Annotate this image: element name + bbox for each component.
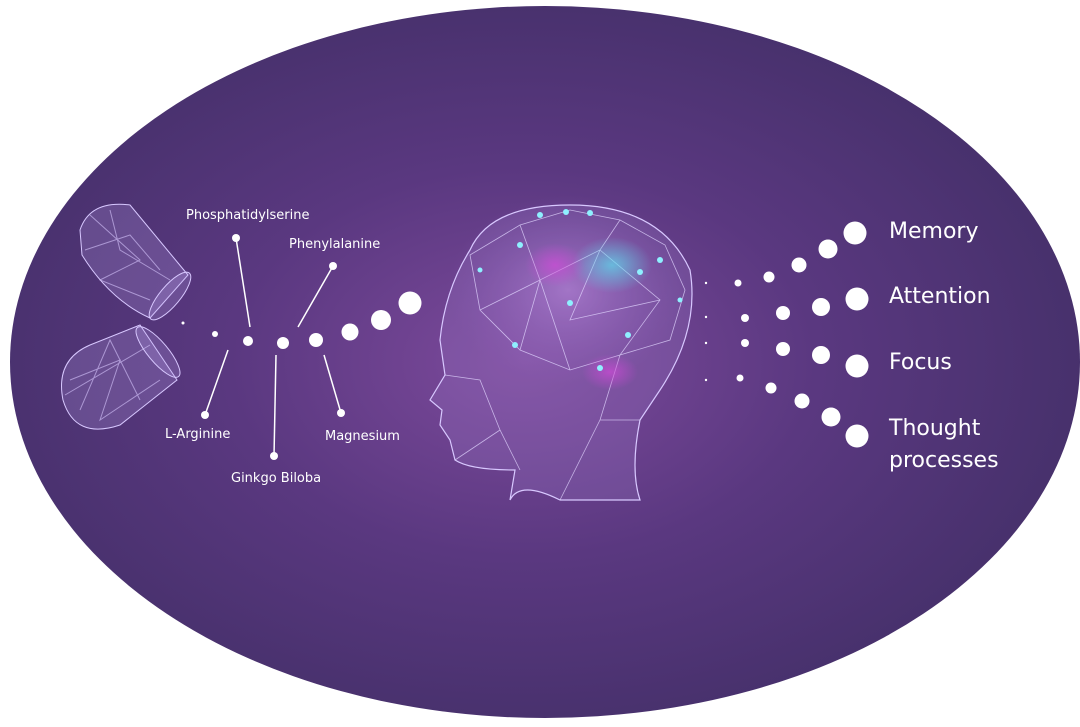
- outcome-focus: Focus: [889, 350, 952, 375]
- capsule-icon: [79, 203, 192, 321]
- outcome-attention: Attention: [889, 284, 991, 309]
- label-phenylalanine: Phenylalanine: [289, 237, 381, 252]
- outcome-thought: Thought: [889, 416, 981, 441]
- head-icon: [429, 195, 693, 501]
- connector-lines: [204, 237, 342, 457]
- outcome-processes: processes: [889, 448, 999, 473]
- label-magnesium: Magnesium: [325, 429, 400, 444]
- label-ginkgo-biloba: Ginkgo Biloba: [231, 471, 322, 486]
- label-phosphatidylserine: Phosphatidylserine: [186, 208, 310, 223]
- outcome-memory: Memory: [889, 219, 979, 244]
- label-pins: [201, 234, 345, 460]
- capsule-icon: [61, 324, 181, 430]
- output-dots: [704, 221, 869, 448]
- input-dots: [181, 291, 422, 349]
- label-l-arginine: L-Arginine: [165, 427, 231, 442]
